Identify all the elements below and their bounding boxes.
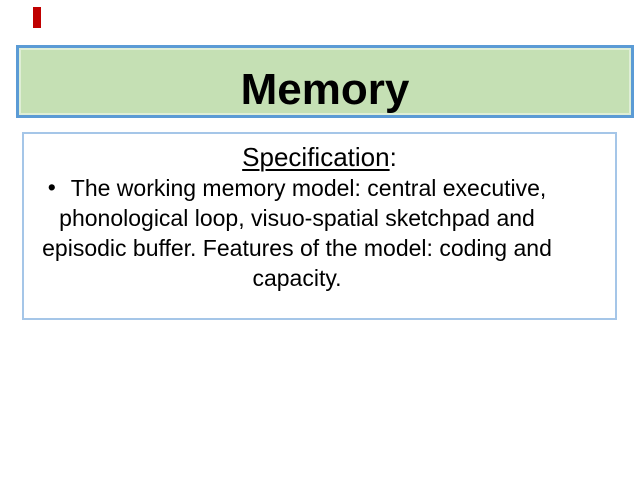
- paragraph-line: episodic buffer. Features of the model: …: [42, 235, 552, 261]
- bullet-paragraph: • The working memory model: central execu…: [24, 173, 615, 293]
- paragraph-line: phonological loop, visuo-spatial sketchp…: [59, 205, 535, 231]
- red-marker: [33, 7, 41, 28]
- paragraph-line-text: The working memory model: central execut…: [70, 175, 547, 201]
- slide-content-box: Specification: • The working memory model…: [22, 132, 617, 320]
- specification-heading-text: Specification: [242, 142, 390, 172]
- specification-heading: Specification:: [24, 141, 615, 173]
- bullet-icon: •: [47, 174, 56, 200]
- specification-heading-colon: :: [389, 142, 397, 172]
- paragraph-line: capacity.: [252, 265, 342, 291]
- slide-title-box: Memory: [16, 45, 634, 118]
- slide-title: Memory: [240, 64, 410, 114]
- paragraph-line: • The working memory model: central execu…: [24, 173, 570, 203]
